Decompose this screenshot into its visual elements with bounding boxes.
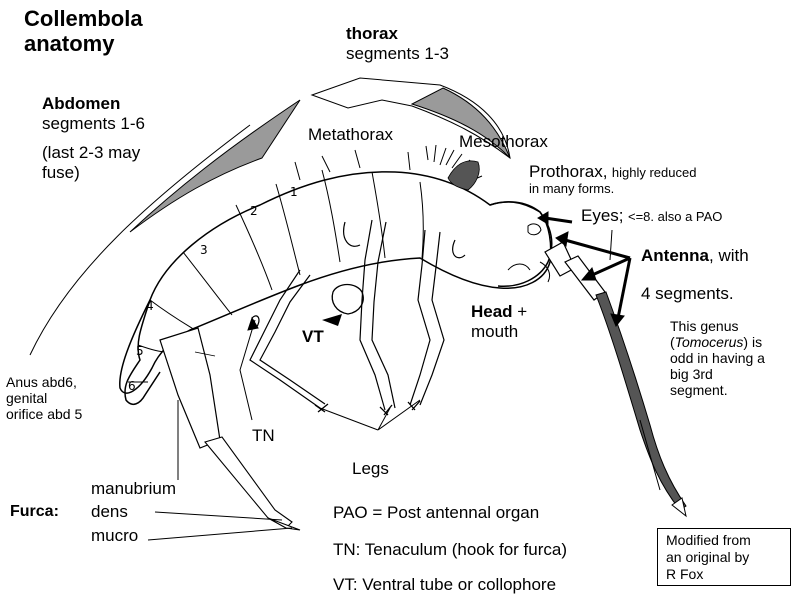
title-line-1: Collembola xyxy=(24,6,143,31)
eye-patch xyxy=(527,223,542,236)
thorax-name: thorax xyxy=(346,24,398,43)
abdomen-name: Abdomen xyxy=(42,94,121,113)
anus-line-3: orifice abd 5 xyxy=(6,406,83,423)
segment-number: 5 xyxy=(136,344,144,358)
genus-paren-open: ( xyxy=(670,334,675,351)
abdomen-note-2: fuse) xyxy=(42,162,80,182)
claws xyxy=(314,400,421,416)
prothorax-name: Prothorax, xyxy=(529,162,608,181)
antenna-label: Antenna, with xyxy=(641,246,749,266)
definition-vt: VT: Ventral tube or collophore xyxy=(333,575,557,594)
prothorax-note-1: highly reduced xyxy=(611,165,697,180)
anus-line-1: Anus abd6, xyxy=(6,374,77,390)
bristle-patch xyxy=(447,160,480,191)
abdomen-arc-shaded xyxy=(129,99,301,233)
furca-manubrium xyxy=(159,327,221,449)
segment-number: 2 xyxy=(250,204,258,218)
genus-note-line-3: odd in having a xyxy=(670,350,765,367)
body-outline xyxy=(119,171,552,394)
eyes-note: <=8. also a PAO xyxy=(627,209,723,224)
genus-note-line-4: big 3rd xyxy=(670,366,713,383)
metathorax-label: Metathorax xyxy=(308,125,394,144)
legs-label: Legs xyxy=(352,459,389,478)
credit-box: Modified from an original by R Fox xyxy=(657,528,791,587)
head-note-2: mouth xyxy=(471,322,519,342)
definition-tn: TN: Tenaculum (hook for furca) xyxy=(333,540,567,559)
dens-label: dens xyxy=(91,502,128,521)
thorax-label: thorax segments 1-3 xyxy=(346,24,449,63)
furca-mucro xyxy=(267,517,301,531)
abdomen-note-1: (last 2-3 may xyxy=(42,143,141,163)
pointer-arrows xyxy=(537,211,632,327)
furca-label: Furca: xyxy=(10,503,59,520)
spiracle-dot xyxy=(194,351,216,357)
diagram-title: Collembola anatomy xyxy=(24,6,143,57)
definition-pao: PAO = Post antennal organ xyxy=(333,503,540,522)
thorax-segments: segments 1-3 xyxy=(346,43,449,63)
eyes-label: Eyes; <=8. also a PAO xyxy=(581,206,722,226)
antenna-seg4 xyxy=(671,497,687,518)
mucro-label: mucro xyxy=(91,526,139,545)
pointer-lines xyxy=(147,229,613,541)
credit-line-1: Modified from xyxy=(666,532,751,548)
antenna-note-2: 4 segments. xyxy=(641,284,734,303)
thorax-lines xyxy=(371,171,424,259)
title-line-2: anatomy xyxy=(24,31,115,57)
legs-drawing xyxy=(249,219,466,411)
genus-pointer xyxy=(639,419,661,491)
genus-name: Tomocerus xyxy=(674,334,744,351)
head-name: Head xyxy=(471,302,513,321)
genus-note-line-5: segment. xyxy=(670,382,728,399)
segment-number: 6 xyxy=(128,379,136,393)
head-note-1: + xyxy=(512,302,528,321)
abdomen-arc xyxy=(29,124,251,356)
prothorax-label: Prothorax, highly reduced in many forms. xyxy=(529,162,696,197)
abdomen-rear xyxy=(124,299,161,406)
segment-number: 1 xyxy=(290,185,298,199)
anus-line-2: genital xyxy=(6,390,48,407)
prothorax-note-2: in many forms. xyxy=(529,181,615,197)
vt-label: VT xyxy=(302,327,324,346)
abdomen-label: Abdomen segments 1-6 (last 2-3 may fuse) xyxy=(42,94,145,182)
abdomen-segments: segments 1-6 xyxy=(42,113,145,133)
tn-label: TN xyxy=(252,426,275,445)
segment-number: 3 xyxy=(200,243,208,257)
antenna-seg3 xyxy=(595,291,687,511)
thorax-arc-shaded xyxy=(410,87,511,159)
genus-note-line-2-tail: ) is xyxy=(743,334,763,351)
genus-note-line-1: This genus xyxy=(670,318,739,334)
manubrium-label: manubrium xyxy=(91,479,177,498)
tn-arrowhead xyxy=(247,316,259,331)
mesothorax-label: Mesothorax xyxy=(459,132,548,151)
furca-dens xyxy=(204,436,293,529)
head-shape xyxy=(489,201,553,287)
antenna-note-1: , with xyxy=(709,246,749,265)
credit-line-3: R Fox xyxy=(666,565,704,582)
credit-line-2: an original by xyxy=(666,548,750,565)
segment-lines xyxy=(128,169,341,383)
segment-number: 4 xyxy=(146,299,154,313)
anus-label: Anus abd6, genital orifice abd 5 xyxy=(6,374,82,422)
head-label: Head + mouth xyxy=(471,302,527,342)
mouthparts xyxy=(507,261,551,283)
antenna-name: Antenna xyxy=(641,246,709,265)
genus-note: This genus (Tomocerus) is odd in having … xyxy=(670,318,765,398)
ventral-tube xyxy=(331,283,364,315)
vt-arrow xyxy=(322,314,342,326)
eyes-name: Eyes; xyxy=(581,206,624,225)
genus-note-line-2: (Tomocerus) is xyxy=(670,334,765,350)
